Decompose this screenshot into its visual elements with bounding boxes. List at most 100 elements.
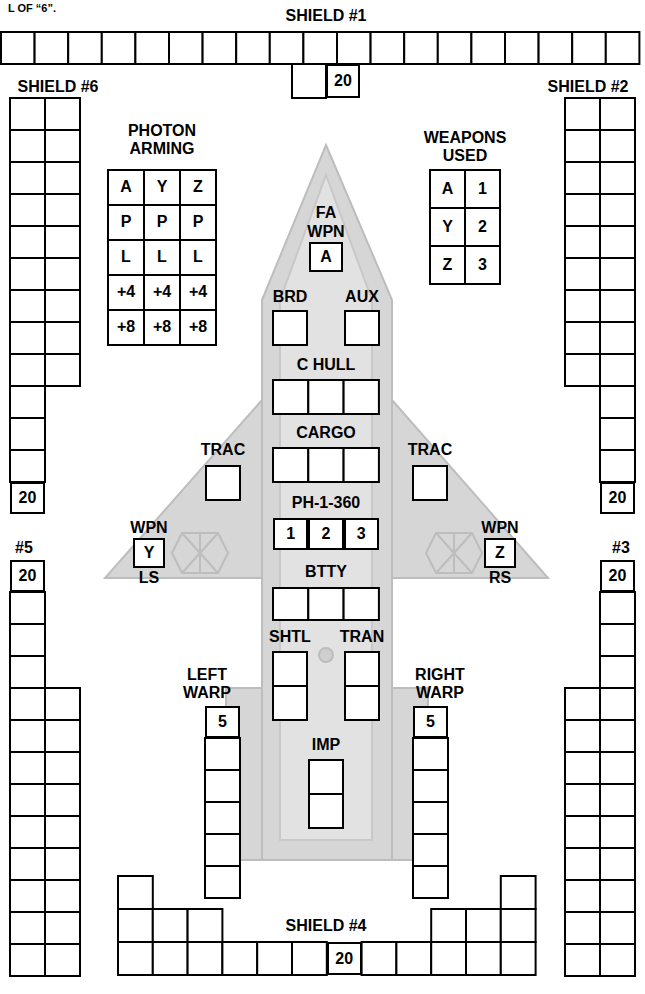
shield-label: SHIELD #6 — [3, 78, 113, 96]
shield-box — [45, 194, 80, 226]
table-cell-text: L — [145, 248, 179, 266]
shield-box — [600, 322, 635, 354]
shield-box — [565, 912, 600, 944]
table-cell — [180, 310, 216, 345]
system-box — [344, 380, 379, 414]
shield-box — [45, 258, 80, 290]
table-cell-text: L — [109, 248, 143, 266]
system-label: TRAC — [195, 441, 251, 459]
shield-box — [565, 752, 600, 784]
shield-box — [222, 942, 257, 975]
shield-box — [600, 258, 635, 290]
system-label: AUX — [337, 288, 387, 306]
phaser-box: 1 — [273, 518, 308, 550]
shield-box — [10, 162, 45, 194]
table-cell — [108, 275, 144, 310]
shield-box — [292, 64, 326, 98]
shield-box — [45, 880, 80, 912]
shield-box — [45, 98, 80, 130]
shield-box — [600, 720, 635, 752]
shield-box — [236, 32, 270, 64]
system-box — [206, 466, 240, 500]
warp-box — [205, 770, 240, 802]
hull — [262, 145, 392, 860]
warp-box: 5 — [205, 706, 240, 738]
shield-box — [10, 880, 45, 912]
system-label: SHTL — [264, 628, 316, 646]
shield-box — [600, 784, 635, 816]
shield-label: SHIELD #2 — [533, 78, 643, 96]
shield-box — [203, 32, 237, 64]
shield-box — [600, 162, 635, 194]
shield-box — [10, 130, 45, 162]
shield-box — [501, 909, 536, 942]
system-box — [273, 380, 308, 414]
table-cell — [108, 310, 144, 345]
table-cell — [144, 275, 180, 310]
shield-box — [337, 32, 371, 64]
shield-box — [118, 942, 153, 975]
box-value: 3 — [357, 526, 366, 542]
box-value: 20 — [609, 568, 627, 584]
shield-box — [118, 876, 153, 909]
shield-box — [169, 32, 203, 64]
shield-box — [501, 876, 536, 909]
shield-box — [600, 592, 635, 624]
warp-box — [205, 738, 240, 770]
shield-box — [10, 354, 45, 386]
shield-box — [505, 32, 539, 64]
table-cell-text: +8 — [109, 318, 143, 336]
shield-box — [600, 130, 635, 162]
table-cell-text: A — [431, 180, 464, 198]
warp-box — [413, 866, 448, 898]
warp-box — [413, 738, 448, 770]
system-box — [309, 760, 343, 794]
table-cell-text: P — [181, 213, 215, 231]
table-cell-text: L — [181, 248, 215, 266]
table-cell-text: +4 — [145, 283, 179, 301]
shield-box — [188, 909, 223, 942]
box-value: 20 — [19, 490, 37, 506]
shield-box — [600, 98, 635, 130]
hull-dot — [319, 648, 333, 662]
box-heading: LS — [123, 569, 175, 587]
shield-box — [565, 880, 600, 912]
shield-box — [10, 386, 45, 418]
box-value: 2 — [321, 526, 330, 542]
shield-box — [10, 688, 45, 720]
shield-box — [431, 909, 466, 942]
table-cell — [108, 170, 144, 205]
shield-label: #5 — [7, 539, 41, 557]
system-box — [413, 466, 447, 500]
shield-box — [466, 909, 501, 942]
shield-box — [565, 98, 600, 130]
shield-box — [10, 816, 45, 848]
shield-box — [438, 32, 472, 64]
shield-box — [565, 354, 600, 386]
shield-box: 20 — [327, 942, 362, 975]
shield-box — [292, 942, 327, 975]
system-box — [344, 588, 379, 620]
shield-box — [600, 880, 635, 912]
table-cell — [180, 170, 216, 205]
box-value: 20 — [335, 951, 353, 967]
shield-box — [10, 784, 45, 816]
shield-box — [10, 322, 45, 354]
shield-box — [303, 32, 337, 64]
shield-box — [45, 944, 80, 976]
table-cell — [144, 205, 180, 240]
system-label: PH-1-360 — [276, 494, 376, 512]
shield-box — [565, 258, 600, 290]
table-cell-text: Z — [431, 256, 464, 274]
system-box — [345, 686, 379, 720]
table-cell — [430, 246, 465, 284]
system-label: IMP — [301, 736, 351, 754]
system-box — [309, 794, 343, 828]
system-box — [308, 380, 343, 414]
shield-box — [35, 32, 69, 64]
table-cell-text: Y — [431, 218, 464, 236]
warp-box — [413, 834, 448, 866]
shield-box — [45, 720, 80, 752]
shield-box — [431, 942, 466, 975]
